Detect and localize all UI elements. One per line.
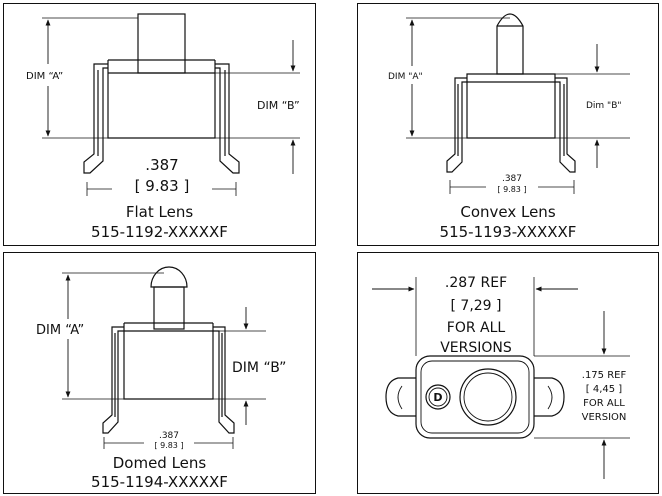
convex-lens-panel: DIM "A" Dim "B" .387 [ 9.83 ] Convex Len…	[357, 3, 659, 246]
top-view-body	[415, 355, 535, 439]
dim-b-label: DIM “B”	[232, 360, 286, 376]
flat-lens-drawing: DIM “A” DIM “B” .387 [ 9.83 ]	[26, 13, 300, 196]
convex-lens-drawing: DIM "A" Dim "B" .387 [ 9.83 ]	[388, 13, 630, 194]
width-note-2: VERSIONS	[440, 340, 512, 356]
width-note-1: FOR ALL	[447, 320, 506, 336]
lens-name: Flat Lens	[125, 203, 194, 221]
top-view-drawing: D .287 REF [ 7,29 ] FOR ALL VERSIONS .17…	[372, 275, 630, 479]
top-view-panel: D .287 REF [ 7,29 ] FOR ALL VERSIONS .17…	[357, 252, 659, 494]
part-number: 515-1193-XXXXXF	[439, 223, 577, 241]
height-note-1: FOR ALL	[583, 398, 625, 409]
lens-circle	[459, 368, 517, 426]
domed-lens-panel: DIM “A” DIM “B” .387 [ 9.83 ] Domed Lens…	[3, 252, 316, 494]
dim-a-label: DIM "A"	[388, 72, 423, 82]
d-mark-label: D	[433, 391, 442, 404]
dim-b-label: Dim "B"	[586, 101, 622, 111]
width-mm: [ 7,29 ]	[451, 298, 502, 314]
lens-body	[137, 13, 186, 74]
height-mm: [ 4,45 ]	[586, 384, 623, 395]
lens-name: Convex Lens	[460, 203, 556, 221]
dim-a-label: DIM “A”	[36, 323, 84, 338]
width-inches: .387	[145, 156, 178, 174]
orientation-circle	[425, 384, 451, 410]
width-inches: .387	[159, 431, 179, 441]
width-mm: [ 9.83 ]	[154, 441, 183, 450]
convex-lens-body	[496, 13, 524, 75]
right-tab	[534, 377, 565, 417]
domed-lens-drawing: DIM “A” DIM “B” .387 [ 9.83 ]	[36, 266, 286, 450]
left-leg	[83, 63, 108, 174]
flat-lens-panel: DIM “A” DIM “B” .387 [ 9.83 ] Flat Lens …	[3, 3, 316, 246]
width-inches: .387	[502, 174, 522, 184]
width-mm: [ 9.83 ]	[497, 185, 526, 194]
part-number: 515-1192-XXXXXF	[91, 223, 228, 241]
dome	[150, 266, 188, 288]
lens-name: Domed Lens	[112, 454, 207, 472]
dim-a-label: DIM “A”	[26, 71, 63, 82]
width-mm: [ 9.83 ]	[135, 177, 190, 195]
dim-b-label: DIM “B”	[257, 99, 300, 112]
left-tab	[385, 377, 416, 417]
height-ref: .175 REF	[582, 370, 627, 381]
height-note-2: VERSION	[582, 412, 627, 423]
right-leg	[215, 63, 240, 174]
width-ref: .287 REF	[445, 275, 507, 291]
part-number: 515-1194-XXXXXF	[91, 473, 228, 491]
